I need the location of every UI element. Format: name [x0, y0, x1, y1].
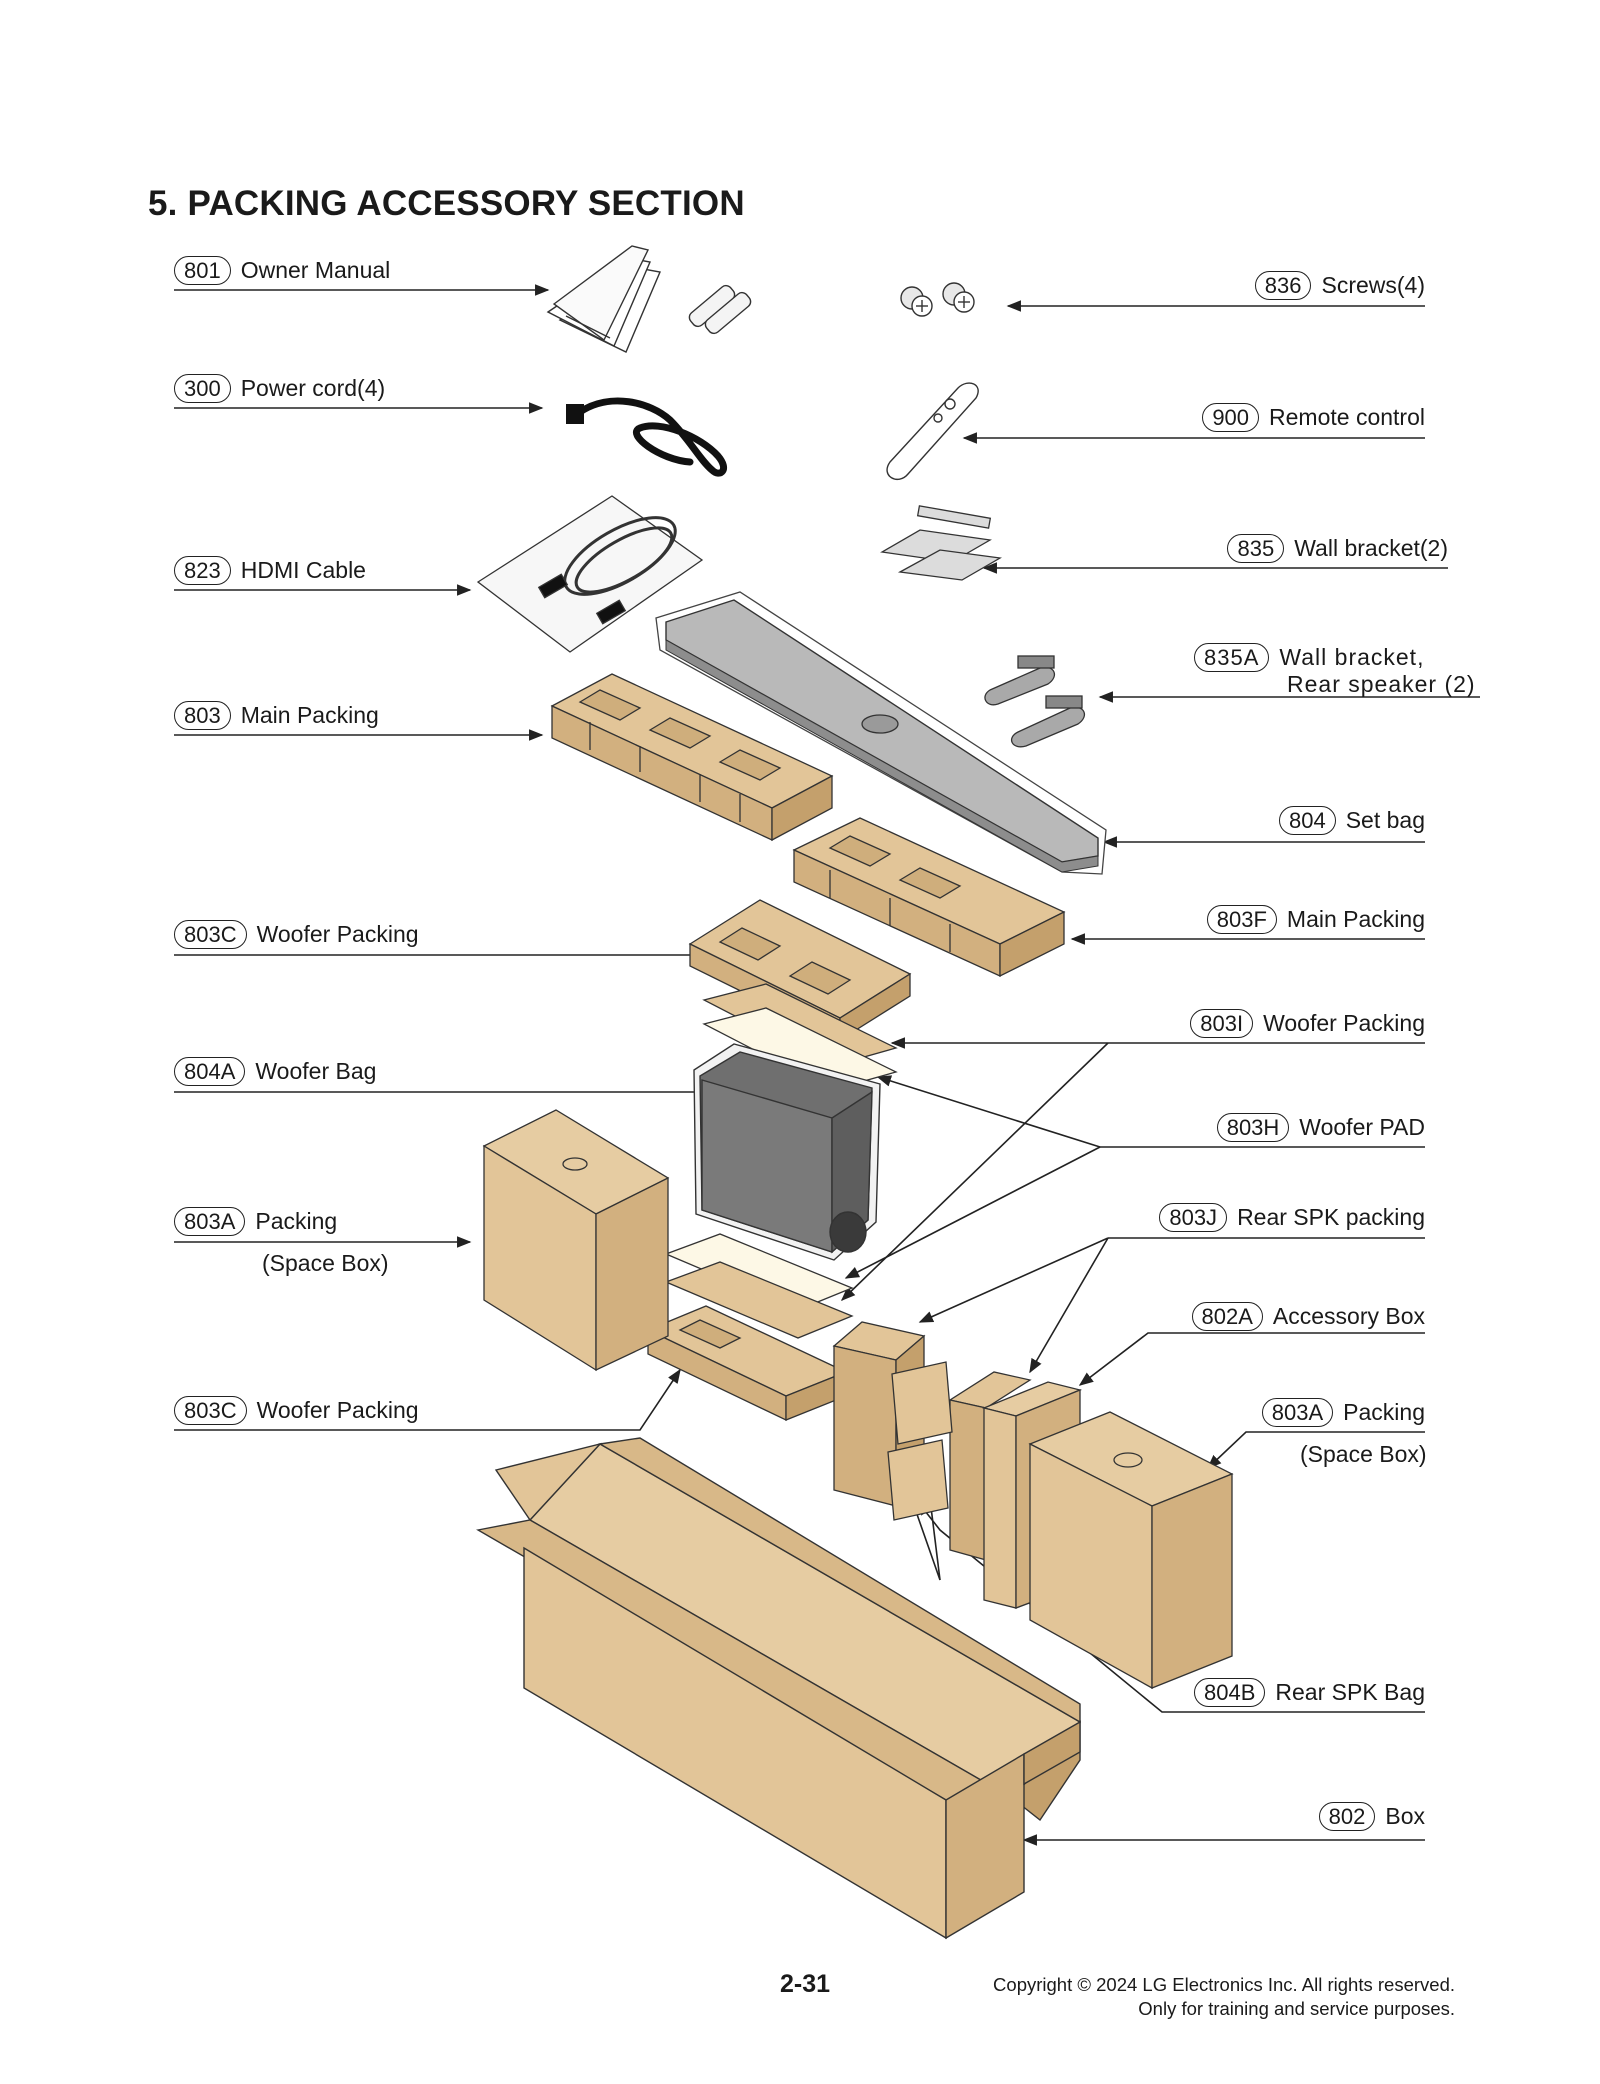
part-name: Main Packing	[1286, 906, 1425, 932]
part-code: 801	[174, 256, 231, 285]
hdmi-cable-illustration	[476, 495, 704, 653]
part-name: Packing	[255, 1208, 338, 1234]
part-name: Rear SPK packing	[1237, 1204, 1425, 1230]
part-code: 803C	[174, 920, 247, 949]
part-code: 835	[1227, 534, 1285, 563]
part-name: Remote control	[1269, 404, 1425, 430]
space-box-right-illustration	[1028, 1411, 1234, 1690]
part-name: Set bag	[1345, 807, 1425, 833]
label-804-set-bag: 804 Set bag	[1278, 806, 1425, 835]
part-code: 803A	[1261, 1398, 1334, 1427]
power-cord-illustration	[566, 397, 727, 477]
part-name: Woofer Packing	[1263, 1010, 1425, 1036]
part-code: 803F	[1206, 905, 1277, 934]
copyright-line: Copyright © 2024 LG Electronics Inc. All…	[993, 1974, 1455, 1995]
part-code: 803C	[174, 1396, 247, 1425]
copyright-line: Only for training and service purposes.	[1138, 1998, 1455, 2019]
wall-bracket-illustration	[880, 505, 1002, 581]
part-code: 835A	[1194, 643, 1270, 672]
remote-control-illustration	[886, 382, 979, 480]
part-code: 803H	[1216, 1113, 1290, 1142]
owner-manual-illustration	[546, 245, 661, 353]
part-name: Packing	[1343, 1399, 1425, 1425]
label-300-power-cord: 300 Power cord(4)	[174, 374, 385, 403]
main-packing-illustration	[550, 673, 834, 842]
label-803-main-packing: 803 Main Packing	[174, 701, 379, 730]
part-code: 300	[174, 374, 231, 403]
part-code: 836	[1254, 271, 1312, 300]
part-name: Screws(4)	[1321, 272, 1425, 298]
woofer-pad-bottom-illustration	[664, 1233, 854, 1339]
woofer-packing-bottom-illustration	[646, 1305, 848, 1422]
leader-lines-left	[174, 284, 730, 1431]
label-804b-rear-spk-bag: 804B Rear SPK Bag	[1194, 1678, 1425, 1707]
main-packing-803f-illustration	[792, 817, 1066, 978]
part-name: Owner Manual	[240, 257, 391, 283]
part-code: 804A	[174, 1057, 246, 1086]
part-code: 803	[174, 701, 231, 730]
label-900-remote-control: 900 Remote control	[1202, 403, 1425, 432]
part-code: 804	[1278, 806, 1336, 835]
label-803f-main-packing: 803F Main Packing	[1206, 905, 1425, 934]
label-803h-woofer-pad: 803H Woofer PAD	[1216, 1113, 1425, 1142]
part-name: Wall bracket(2)	[1294, 535, 1448, 561]
part-name: Accessory Box	[1272, 1303, 1425, 1329]
space-box-left-illustration	[482, 1109, 670, 1372]
batteries-illustration	[688, 284, 752, 335]
part-code: 900	[1202, 403, 1260, 432]
part-sub-label: (Space Box)	[1300, 1441, 1427, 1467]
part-name: Woofer Packing	[256, 921, 419, 947]
outer-box-illustration	[476, 1437, 1082, 1940]
leader-lines-right	[840, 300, 1480, 1846]
label-802-box: 802 Box	[1318, 1802, 1425, 1831]
part-code: 823	[174, 556, 231, 585]
page-title: 5. PACKING ACCESSORY SECTION	[148, 184, 745, 223]
part-code: 802	[1318, 1802, 1376, 1831]
rear-speaker-bag-illustration	[887, 1361, 953, 1521]
label-803c-woofer-packing: 803C Woofer Packing	[174, 920, 419, 949]
part-code: 804B	[1194, 1678, 1266, 1707]
part-name: Rear SPK Bag	[1275, 1679, 1425, 1705]
part-code: 803I	[1190, 1009, 1254, 1038]
part-name: Woofer Packing	[256, 1397, 419, 1423]
label-823-hdmi-cable: 823 HDMI Cable	[174, 556, 366, 585]
part-code: 803J	[1159, 1203, 1228, 1232]
label-801-owner-manual: 801 Owner Manual	[174, 256, 390, 285]
part-name: Wall bracket,	[1279, 644, 1425, 670]
label-835-wall-bracket: 835 Wall bracket(2)	[1227, 534, 1448, 563]
label-804a-woofer-bag: 804A Woofer Bag	[174, 1057, 376, 1086]
label-803j-rear-spk-packing: 803J Rear SPK packing	[1159, 1203, 1425, 1232]
part-name: HDMI Cable	[240, 557, 366, 583]
part-sub-label: Rear speaker (2)	[1287, 671, 1476, 697]
label-836-screws: 836 Screws(4)	[1254, 271, 1425, 300]
label-803a-space-box-left: 803A Packing	[174, 1207, 337, 1236]
label-803a-space-box-right: 803A Packing	[1261, 1398, 1425, 1427]
rear-speaker-bracket-illustration	[984, 655, 1086, 748]
label-835a-rear-speaker-bracket: 835A Wall bracket,	[1194, 643, 1424, 672]
page-number: 2-31	[780, 1970, 831, 1998]
label-803c-woofer-packing-bottom: 803C Woofer Packing	[174, 1396, 419, 1425]
soundbar-set-bag-illustration	[655, 591, 1107, 875]
part-name: Woofer Bag	[255, 1058, 377, 1084]
label-802a-accessory-box: 802A Accessory Box	[1191, 1302, 1425, 1331]
part-code: 803A	[174, 1207, 246, 1236]
part-sub-label: (Space Box)	[262, 1250, 389, 1276]
part-name: Main Packing	[240, 702, 379, 728]
screws-illustration	[900, 282, 975, 317]
part-name: Box	[1385, 1803, 1425, 1829]
woofer-bag-illustration	[693, 1043, 881, 1261]
part-code: 802A	[1191, 1302, 1263, 1331]
part-name: Woofer PAD	[1299, 1114, 1425, 1140]
part-name: Power cord(4)	[240, 375, 386, 401]
label-803i-woofer-packing: 803I Woofer Packing	[1190, 1009, 1425, 1038]
